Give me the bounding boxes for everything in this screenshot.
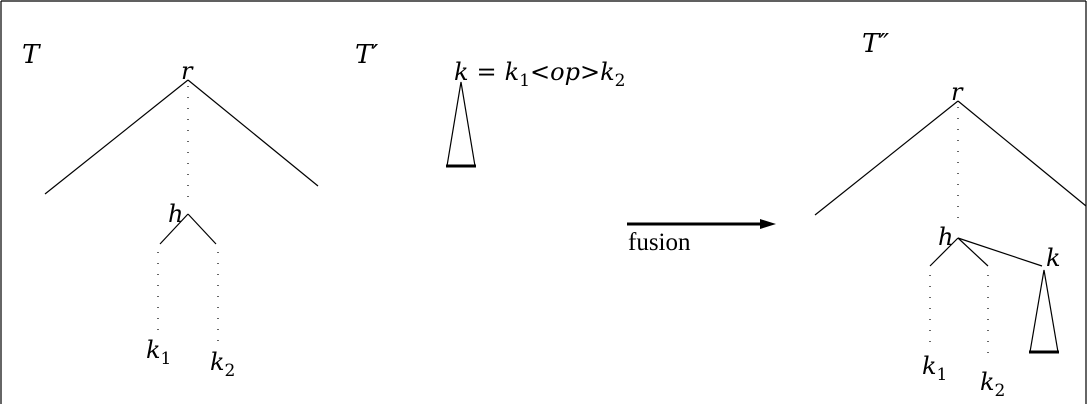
tree-t-double-prime-inner-right-edge (957, 237, 989, 267)
tree-t-double-prime-attached-label: k (1046, 244, 1061, 272)
tree-t-leaf-k2-base: k (210, 348, 225, 376)
tree-t-leaf-k2: k2 (210, 348, 235, 381)
tree-t-left-edge (44, 79, 189, 195)
tree-t-double-prime-leaf-k1-base: k (922, 352, 937, 380)
tree-t-inner-label: h (168, 200, 183, 228)
tree-t-prime-equation: k=k1<op>k2 (454, 58, 625, 91)
tree-t-title: T (22, 40, 41, 70)
tree-t-double-prime-leaf-k2-base: k (980, 368, 995, 396)
tree-t-prime: T′ k=k1<op>k2 (355, 40, 625, 168)
tree-t-double-prime-leaf-k2: k2 (980, 368, 1005, 401)
tree-t-leaf-k2-sub: 2 (225, 361, 236, 381)
tree-t-leaf-k1-sub: 1 (161, 349, 172, 369)
fusion-arrow: fusion (627, 219, 776, 256)
tree-t-double-prime-leaf-k2-sub: 2 (995, 381, 1006, 401)
arrow-head (760, 219, 776, 229)
tree-t: T r h k1 k2 (22, 40, 319, 381)
tree-t-double-prime-subtree-triangle (1029, 269, 1059, 353)
tree-t-leaf-k1: k1 (146, 336, 171, 369)
tree-t-leaf-k1-base: k (146, 336, 161, 364)
arrow-label: fusion (628, 229, 691, 256)
tree-t-prime-triangle (446, 81, 476, 167)
tree-t-double-prime-leaf-k1-sub: 1 (937, 365, 948, 385)
equation-k2-base: k (600, 58, 615, 86)
tree-t-double-prime-left-edge (814, 100, 959, 216)
tree-t-right-edge (187, 79, 319, 187)
equation-k1-base: k (505, 58, 520, 86)
tree-t-double-prime-fusion-edge (957, 237, 1043, 267)
tree-t-double-prime-root-label: r (951, 78, 964, 106)
tree-t-inner-left-edge (159, 213, 189, 245)
equation-lhs: k (454, 58, 469, 86)
tree-t-prime-title: T′ (355, 40, 378, 70)
tree-t-root-label: r (181, 57, 194, 85)
equation-k2-sub: 2 (615, 71, 626, 91)
tree-t-double-prime: T″ r h k k1 k2 (814, 29, 1087, 401)
tree-t-double-prime-inner-label: h (938, 223, 953, 251)
tree-t-inner-right-edge (187, 213, 217, 245)
equation-sign: = (477, 58, 497, 86)
tree-t-double-prime-inner-left-edge (929, 237, 959, 267)
equation-op: <op> (530, 58, 600, 86)
tree-t-double-prime-leaf-k1: k1 (922, 352, 947, 385)
tree-t-double-prime-title: T″ (862, 29, 889, 59)
equation-k1-sub: 1 (519, 71, 530, 91)
tree-t-double-prime-right-edge (957, 100, 1087, 207)
